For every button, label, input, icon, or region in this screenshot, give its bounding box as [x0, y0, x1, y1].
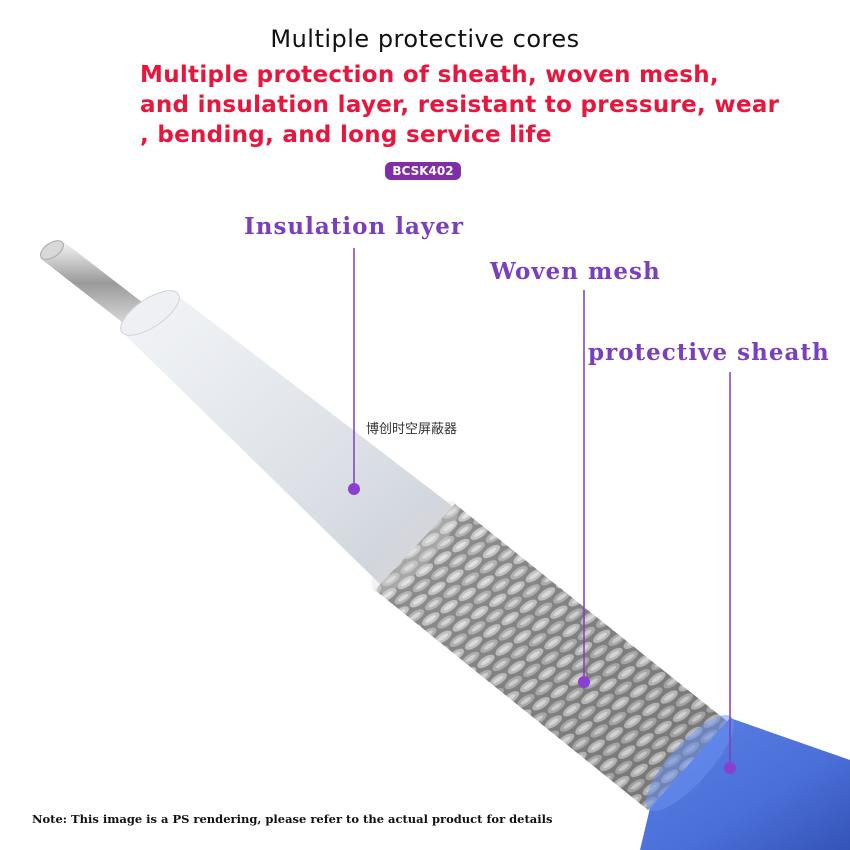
- label-protective-sheath: protective sheath: [588, 339, 830, 366]
- callout-sheath: [724, 372, 736, 774]
- protective-sheath: [640, 715, 850, 850]
- page-title: Multiple protective cores: [270, 25, 580, 53]
- subtitle-line: Multiple protection of sheath, woven mes…: [140, 62, 719, 88]
- model-badge: BCSK402: [385, 162, 461, 180]
- subtitle-line: , bending, and long service life: [140, 122, 552, 148]
- callout-insulation: [348, 248, 360, 495]
- label-insulation-layer: Insulation layer: [244, 213, 464, 240]
- insulation-layer: [120, 290, 455, 586]
- subtitle-line: and insulation layer, resistant to press…: [140, 92, 780, 118]
- callout-mesh: [578, 290, 590, 688]
- inner-conductor: [40, 240, 160, 333]
- disclaimer-note: Note: This image is a PS rendering, plea…: [32, 812, 553, 826]
- label-woven-mesh: Woven mesh: [490, 258, 661, 285]
- woven-mesh: [371, 501, 728, 810]
- watermark-text: 博创时空屏蔽器: [366, 422, 458, 437]
- subtitle: Multiple protection of sheath, woven mes…: [140, 60, 840, 150]
